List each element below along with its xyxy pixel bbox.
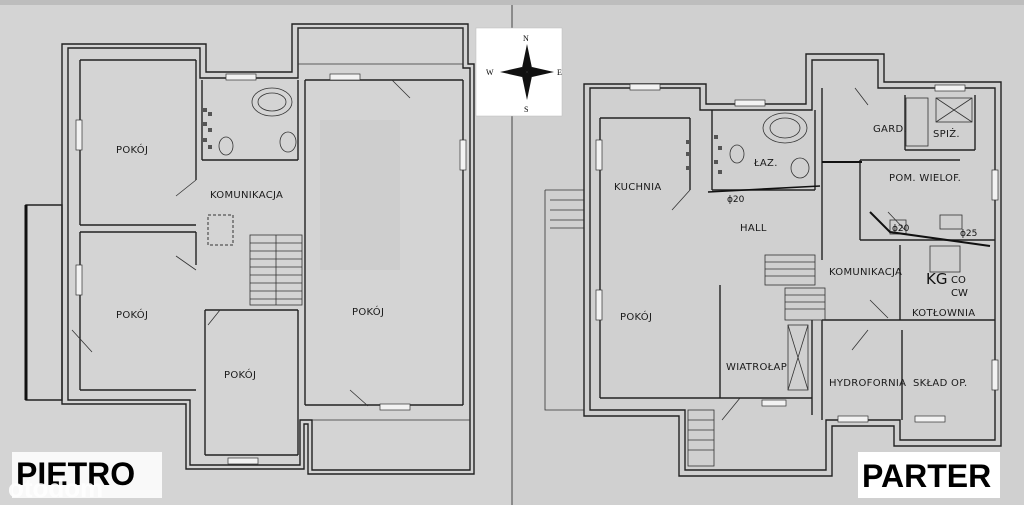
upper-bathtub (251, 87, 293, 117)
utility-room-label: POM. WIELOF. (889, 173, 961, 184)
ground-outer-wall-outline (583, 53, 1002, 477)
windbreak-wardrobe (787, 324, 809, 391)
pump-room-label: HYDROFORNIA (829, 378, 906, 389)
upper-floor-plan: POKÓJ POKÓJ POKÓJ POKÓJ KOMUNIKACJA (24, 23, 475, 475)
pipe-note: ϕ20 (892, 224, 910, 234)
compass-w: W (486, 68, 494, 77)
upper-outer-wall-outline (61, 23, 475, 475)
windbreak-label: WIATROŁAP (726, 362, 787, 373)
upper-room-label: POKÓJ (352, 305, 384, 318)
boiler-co-label: CO (951, 275, 966, 286)
compass-e: E (557, 68, 562, 77)
compass-s: S (524, 105, 528, 114)
boiler-code-label: KG (926, 270, 947, 288)
upper-stairs (249, 234, 303, 306)
ground-corridor-label: KOMUNIKACJA (829, 267, 902, 278)
ground-bathtub (762, 112, 808, 144)
ground-sink (729, 144, 745, 164)
boiler-room-label: KOTŁOWNIA (912, 308, 975, 319)
upper-room-label: POKÓJ (224, 368, 256, 381)
ground-floor-title: PARTER (862, 458, 991, 494)
ground-toilet (790, 157, 810, 179)
ground-outer-wall (589, 59, 996, 471)
ground-entry-steps (687, 409, 715, 467)
upper-floor-sheet (0, 0, 512, 505)
ground-stairs (764, 254, 826, 321)
ground-title-background (858, 452, 1000, 498)
pipe-note: ϕ20 (727, 195, 745, 205)
otodom-watermark: otodom (8, 473, 103, 503)
ground-floor-plan: KUCHNIA ŁAZ. HALL POKÓJ WIATROŁAP GARD. … (544, 53, 1002, 477)
storage-label: SKŁAD OP. (913, 378, 967, 389)
compass-n: N (523, 34, 529, 43)
boiler-unit (929, 245, 961, 273)
upper-room-label: POKÓJ (116, 143, 148, 156)
upper-floor-title: PIETRO (16, 456, 135, 492)
wardrobe-label: GARD. (873, 124, 907, 135)
upper-room-label: POKÓJ (116, 308, 148, 321)
boiler-cw-label: CW (951, 288, 968, 299)
upper-corridor-label: KOMUNIKACJA (210, 190, 283, 201)
top-border (0, 0, 1024, 5)
kitchen-label: KUCHNIA (614, 182, 661, 193)
ground-floor-sheet (512, 0, 1024, 505)
pipe-note: ϕ25 (960, 229, 977, 239)
ground-room-label: POKÓJ (620, 310, 652, 323)
hall-label: HALL (740, 223, 767, 234)
upper-sink (218, 136, 234, 156)
upper-outer-wall (67, 27, 471, 471)
pantry-label: SPIŻ. (933, 127, 960, 140)
upper-hatch (207, 214, 234, 246)
upper-toilet (279, 131, 297, 153)
upper-title-background (12, 452, 162, 498)
compass-rose: N S E W (475, 27, 563, 117)
bathroom-label: ŁAZ. (753, 158, 778, 169)
